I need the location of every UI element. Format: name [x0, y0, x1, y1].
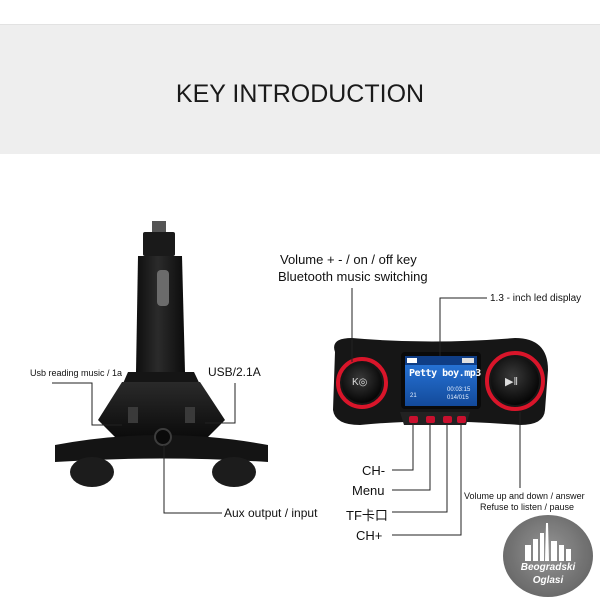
- led-display-label: 1.3 - inch led display: [490, 293, 582, 304]
- right-knob-symbol: ▶‖: [505, 376, 519, 388]
- right-knob: [491, 357, 539, 405]
- usb-reading-label: Usb reading music / 1a: [30, 368, 123, 378]
- watermark-line1: Beogradski: [520, 562, 576, 573]
- plug-collar: [143, 232, 175, 256]
- plug-base: [55, 435, 268, 462]
- left-knob-ring: [336, 357, 388, 409]
- tf-slot: [443, 416, 452, 423]
- menu-leader: [392, 423, 431, 491]
- status-bar: [405, 356, 477, 365]
- ch-minus-label: CH-: [362, 463, 386, 478]
- display-leader: [439, 297, 487, 356]
- ch-minus-leader: [392, 423, 414, 471]
- screen-time-elapsed: 00:03:15: [447, 387, 471, 393]
- plug-body: [98, 382, 225, 440]
- screen-song-title: Petty boy.mp3: [409, 368, 481, 379]
- page-title: KEY INTRODUCTION: [175, 80, 425, 108]
- volume-key-label: Volume + - / on / off key: [280, 252, 417, 267]
- watermark-line2: Oglasi: [532, 575, 564, 586]
- battery-indicator: [407, 358, 417, 363]
- menu-label: Menu: [352, 483, 385, 498]
- aux-jack: [154, 428, 172, 446]
- usb-21a-leader: [205, 383, 236, 424]
- tf-label: TF卡口: [346, 508, 388, 523]
- screen-track: 21: [410, 393, 417, 399]
- ch-plus-label: CH+: [356, 528, 383, 543]
- usb-port-left: [128, 407, 138, 423]
- bluetooth-switching-label: Bluetooth music switching: [278, 269, 428, 284]
- refuse-pause-label: Refuse to listen / pause: [480, 502, 575, 512]
- skyline-icon: [525, 523, 571, 561]
- left-foot: [70, 457, 114, 487]
- ch-plus-leader: [392, 423, 462, 536]
- right-callouts: [351, 288, 521, 536]
- spring-contact: [157, 270, 169, 306]
- right-foot: [212, 457, 256, 487]
- signal-indicator: [462, 358, 474, 363]
- left-callouts: [52, 382, 236, 514]
- transmitter-head: [333, 338, 548, 425]
- tf-leader: [392, 423, 448, 513]
- title-banner: [0, 24, 600, 154]
- ch-plus-button: [457, 416, 466, 423]
- usb-reading-leader: [52, 382, 122, 426]
- screen-track-count: 014/015: [447, 395, 469, 401]
- plug-barrel: [136, 256, 185, 372]
- plug-tip: [152, 221, 166, 233]
- left-knob: [342, 363, 382, 403]
- watermark-logo: Beogradski Oglasi: [503, 515, 593, 597]
- usb-21a-label: USB/2.1A: [208, 365, 261, 379]
- menu-button: [426, 416, 435, 423]
- aux-leader: [163, 445, 222, 514]
- usb-port-right: [185, 407, 195, 423]
- volume-answer-label: Volume up and down / answer: [464, 491, 585, 501]
- aux-label: Aux output / input: [224, 506, 318, 520]
- right-knob-ring: [485, 351, 545, 411]
- ch-minus-button: [409, 416, 418, 423]
- car-charger-plug: [55, 221, 268, 487]
- left-knob-symbol: K◎: [352, 377, 368, 388]
